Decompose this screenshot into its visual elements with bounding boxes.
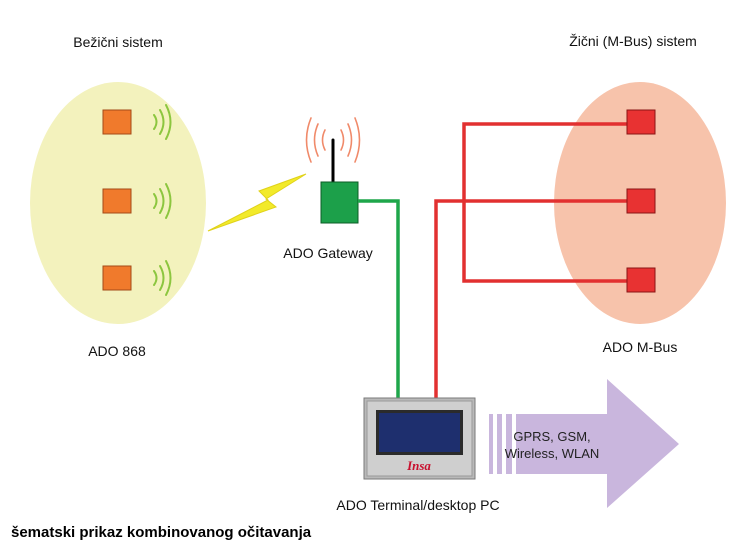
terminal-label: ADO Terminal/desktop PC bbox=[336, 497, 499, 513]
green-connection-line bbox=[358, 199, 400, 398]
gateway-label: ADO Gateway bbox=[283, 245, 372, 261]
arrow-text-line1: GPRS, GSM, bbox=[513, 429, 590, 444]
wireless-system-title: Bežični sistem bbox=[73, 34, 162, 50]
signal-waves-icon bbox=[153, 260, 172, 296]
wireless-meter-icon bbox=[102, 265, 132, 291]
wired-system-title: Žični (M-Bus) sistem bbox=[569, 33, 697, 49]
antenna-icon bbox=[305, 117, 361, 184]
terminal-logo: Insa bbox=[406, 458, 431, 473]
wireless-meter-icon bbox=[102, 109, 132, 135]
mbus-meter-icon bbox=[626, 188, 656, 214]
diagram-caption: šematski prikaz kombinovanog očitavanja bbox=[11, 524, 312, 541]
transmission-arrow-icon bbox=[489, 379, 679, 508]
arrow-text-line2: Wireless, WLAN bbox=[505, 446, 600, 461]
mbus-wiring bbox=[434, 122, 627, 398]
mbus-meter-icon bbox=[626, 267, 656, 293]
ado-mbus-label: ADO M-Bus bbox=[603, 339, 678, 355]
wireless-meter-icon bbox=[102, 188, 132, 214]
signal-waves-icon bbox=[153, 104, 172, 140]
ado-868-label: ADO 868 bbox=[88, 343, 146, 359]
mbus-meter-icon bbox=[626, 109, 656, 135]
signal-waves-icon bbox=[153, 183, 172, 219]
gateway-icon bbox=[320, 181, 359, 224]
terminal-icon: Insa bbox=[363, 397, 476, 480]
lightning-icon bbox=[207, 173, 307, 232]
